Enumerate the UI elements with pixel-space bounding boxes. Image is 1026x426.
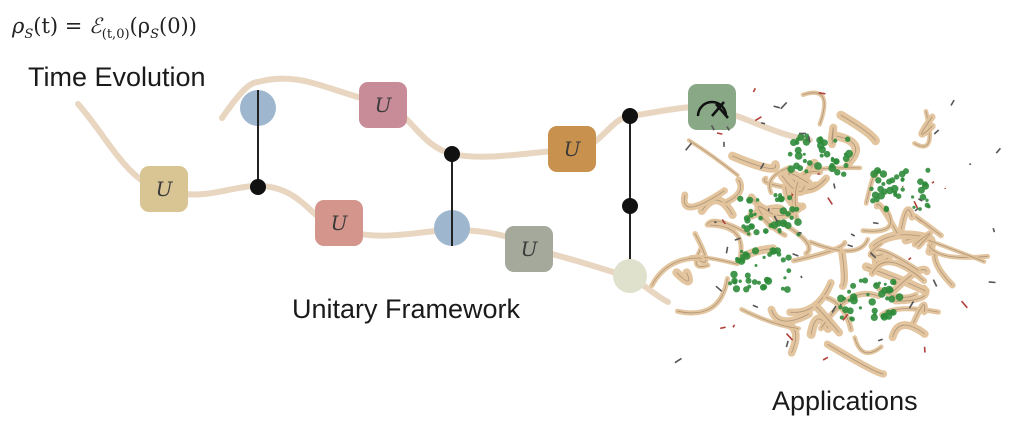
measurement-meter-icon <box>696 100 729 119</box>
svg-text:U: U <box>156 177 174 201</box>
svg-text:U: U <box>521 237 539 261</box>
unitary-gate: U <box>505 226 553 272</box>
control-dot <box>250 179 266 195</box>
measurement-gate <box>688 84 736 130</box>
unitary-gate: U <box>140 166 188 212</box>
unitary-framework-label: Unitary Framework <box>292 294 521 324</box>
protein-structure-image <box>649 87 1002 378</box>
svg-text:U: U <box>375 93 393 117</box>
control-dot <box>622 108 638 124</box>
target-qubit-circle <box>613 259 647 293</box>
unitary-gate: U <box>548 126 596 172</box>
svg-text:U: U <box>331 211 349 235</box>
density-matrix-formula: ρS(t) = ℰ(t,0)(ρS(0)) <box>12 14 197 43</box>
control-dot <box>622 198 638 214</box>
time-evolution-label: Time Evolution <box>28 62 206 92</box>
unitary-gate: U <box>359 82 407 128</box>
unitary-gate: U <box>315 200 363 246</box>
applications-label: Applications <box>772 386 918 416</box>
control-dot <box>444 146 460 162</box>
svg-text:U: U <box>564 137 582 161</box>
